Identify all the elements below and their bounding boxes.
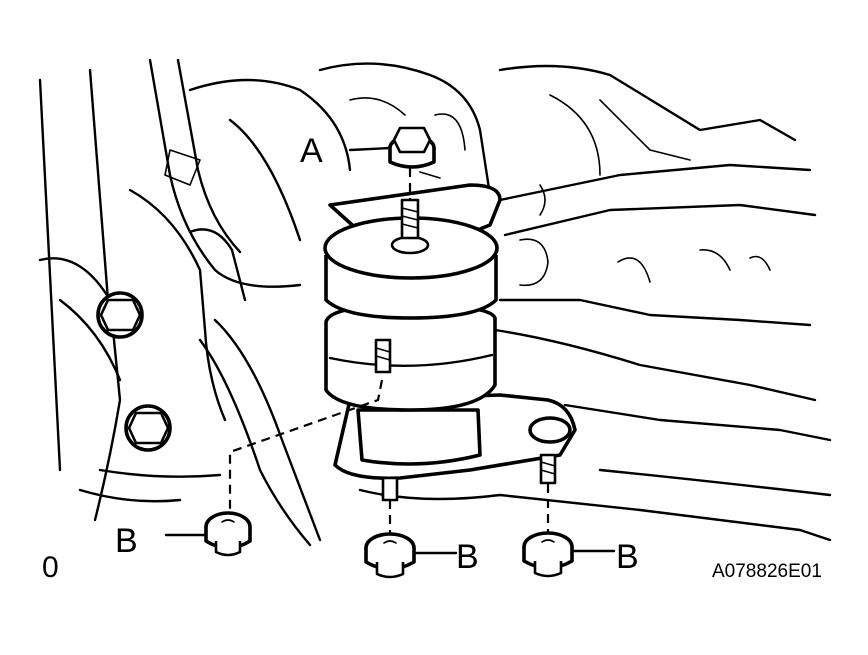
label-a: A xyxy=(300,132,323,170)
label-b2: B xyxy=(456,538,479,576)
block-bolt-lower xyxy=(124,404,172,452)
nut-b1-dashed-line xyxy=(228,379,384,512)
nut-b2 xyxy=(364,532,416,579)
figure-code: A078826E01 xyxy=(712,561,822,582)
corner-mark: 0 xyxy=(42,551,59,584)
block-bolt-upper xyxy=(96,291,144,339)
nut-b3 xyxy=(522,531,574,578)
mount-stud-right xyxy=(539,453,557,485)
stud-a xyxy=(400,198,420,240)
nut-b1 xyxy=(204,511,252,557)
nut-a xyxy=(388,126,436,169)
label-b3: B xyxy=(616,538,639,576)
label-b1: B xyxy=(115,522,138,560)
mount-stud-left xyxy=(374,338,392,374)
engine-mount-insulator xyxy=(323,216,577,481)
background-linework xyxy=(38,58,832,547)
leader-a xyxy=(348,146,392,152)
mount-stud-center xyxy=(381,476,399,502)
